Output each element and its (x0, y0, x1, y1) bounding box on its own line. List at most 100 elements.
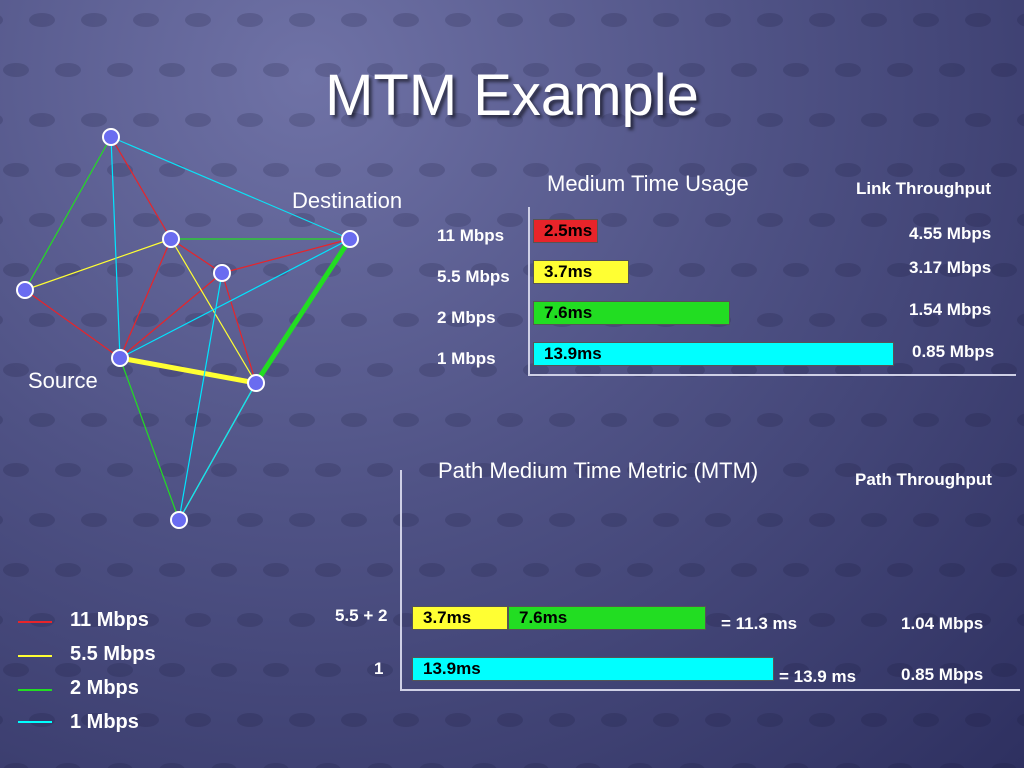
legend-label: 5.5 Mbps (70, 643, 156, 665)
background-dot (263, 563, 289, 577)
background-dot (887, 63, 913, 77)
background-dot (939, 463, 965, 477)
legend-swatch-11mbps (18, 621, 52, 623)
background-dot (419, 363, 445, 377)
background-dot (419, 563, 445, 577)
background-dot (523, 63, 549, 77)
background-dot (445, 713, 471, 727)
background-dot (757, 313, 783, 327)
background-dot (393, 513, 419, 527)
background-dot (783, 363, 809, 377)
background-dot (341, 513, 367, 527)
background-dot (653, 413, 679, 427)
background-dot (81, 313, 107, 327)
medium-time-x-axis (528, 374, 1016, 376)
legend-label: 1 Mbps (70, 711, 139, 733)
background-dot (55, 263, 81, 277)
background-dot (705, 613, 731, 627)
background-dot (1017, 713, 1024, 727)
destination-label: Destination (292, 188, 403, 213)
background-dot (549, 13, 575, 27)
link-1mbps (119, 238, 351, 359)
background-dot (29, 13, 55, 27)
legend-swatch-5-5mbps (18, 655, 52, 657)
background-dot (107, 563, 133, 577)
background-dot (185, 213, 211, 227)
background-dot (991, 163, 1017, 177)
background-dot (497, 213, 523, 227)
background-dot (445, 513, 471, 527)
background-dot (809, 513, 835, 527)
background-dot (315, 363, 341, 377)
background-dot (783, 663, 809, 677)
background-dot (55, 763, 81, 768)
background-dot (3, 563, 29, 577)
background-dot (575, 763, 601, 768)
background-dot (367, 63, 393, 77)
destination-node (341, 230, 359, 248)
rate-label: 5.5 Mbps (437, 267, 510, 286)
medium-time-y-axis (528, 207, 530, 375)
background-dot (237, 113, 263, 127)
background-dot (627, 763, 653, 768)
background-dot (679, 463, 705, 477)
background-dot (627, 263, 653, 277)
background-dot (0, 315, 3, 325)
background-dot (653, 513, 679, 527)
background-dot (471, 63, 497, 77)
background-dot (0, 715, 3, 725)
background-dot (653, 713, 679, 727)
path-mtm-y-axis (400, 470, 402, 690)
background-dot (575, 63, 601, 77)
background-dot (289, 513, 315, 527)
background-dot (913, 313, 939, 327)
background-dot (289, 613, 315, 627)
background-dot (367, 263, 393, 277)
background-dot (237, 413, 263, 427)
background-dot (835, 63, 861, 77)
path-mtm-x-axis (400, 689, 1020, 691)
background-dot (939, 663, 965, 677)
background-dot (81, 113, 107, 127)
background-dot (159, 763, 185, 768)
background-dot (289, 213, 315, 227)
background-dot (601, 213, 627, 227)
background-dot (237, 513, 263, 527)
background-dot (419, 163, 445, 177)
background-dot (887, 163, 913, 177)
background-dot (393, 313, 419, 327)
background-dot (601, 713, 627, 727)
background-dot (835, 363, 861, 377)
background-dot (1017, 313, 1024, 327)
background-dot (185, 113, 211, 127)
path-hop-5-5mbps (119, 355, 257, 386)
background-dot (341, 713, 367, 727)
background-dot (965, 213, 991, 227)
background-dot (1017, 13, 1024, 27)
background-dot (679, 763, 705, 768)
background-dot (393, 213, 419, 227)
background-dot (133, 113, 159, 127)
background-dot (29, 513, 55, 527)
background-dot (133, 413, 159, 427)
medium-time-bar-2mbps: 7.6ms (533, 301, 730, 325)
background-dot (1017, 113, 1024, 127)
rate-label: 1 Mbps (437, 349, 496, 368)
background-dot (159, 163, 185, 177)
background-dot (783, 463, 809, 477)
background-dot (3, 763, 29, 768)
background-dot (1017, 513, 1024, 527)
background-dot (393, 113, 419, 127)
background-dot (705, 513, 731, 527)
background-dot (757, 213, 783, 227)
background-dot (991, 363, 1017, 377)
background-dot (315, 63, 341, 77)
background-dot (887, 563, 913, 577)
background-dot (627, 363, 653, 377)
background-dot (1017, 213, 1024, 227)
background-dot (653, 113, 679, 127)
background-dot (731, 63, 757, 77)
legend-swatch-1mbps (18, 721, 52, 723)
background-dot (133, 213, 159, 227)
background-dot (237, 13, 263, 27)
